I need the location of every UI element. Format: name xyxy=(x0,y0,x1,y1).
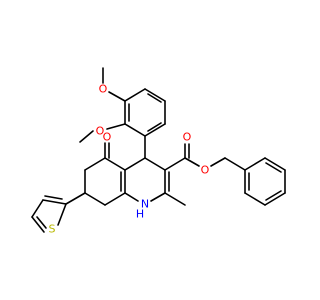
ketone-oxygen: O xyxy=(103,131,112,144)
dihydropyridine-ring xyxy=(120,135,170,202)
dimethoxyphenyl-ring xyxy=(124,88,166,137)
methoxy-top-oxygen: O xyxy=(99,83,108,96)
ester-ether-oxygen: O xyxy=(201,164,210,177)
ester-carbonyl-oxygen: O xyxy=(183,131,192,144)
methyl-bond xyxy=(164,192,186,206)
cyclohexenone-ring xyxy=(84,142,126,206)
methoxy-mid-oxygen: O xyxy=(96,125,105,138)
benzyl-ring xyxy=(224,157,286,206)
thiophene-sulfur: S xyxy=(49,223,56,236)
methoxy-groups xyxy=(79,67,126,143)
amine-hydrogen: H xyxy=(136,208,144,221)
amine-nitrogen: N xyxy=(141,198,149,211)
thiophene-ring xyxy=(31,192,86,233)
molecule-diagram: O O O O O N H S xyxy=(31,67,286,236)
ester-group xyxy=(164,143,226,171)
